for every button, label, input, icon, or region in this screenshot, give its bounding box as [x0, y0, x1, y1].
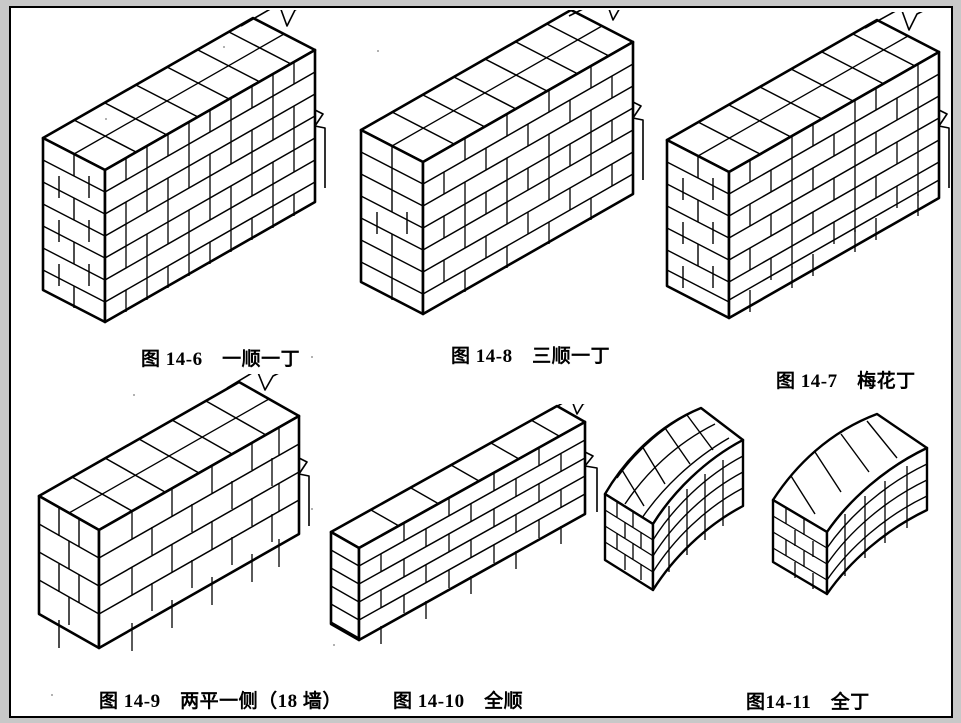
figure-14-8-caption: 图 14-8 三顺一丁	[451, 346, 611, 367]
scan-speck	[311, 356, 313, 358]
figure-14-6-caption: 图 14-6 一顺一丁	[141, 349, 301, 370]
figure-14-9-diagram	[31, 374, 321, 664]
figure-14-7-diagram	[653, 12, 951, 342]
scan-speck	[105, 118, 107, 120]
figure-14-10-diagram	[319, 404, 609, 654]
figure-14-11-segment-a	[595, 394, 755, 604]
break-symbol-right	[632, 101, 644, 180]
break-symbol-right	[938, 109, 950, 188]
scan-speck	[377, 50, 379, 52]
drawing-sheet: 图 14-6 一顺一丁	[9, 6, 953, 718]
scan-speck	[133, 394, 135, 396]
figure-14-6-diagram	[29, 10, 329, 340]
break-symbol-top	[550, 404, 585, 415]
break-symbol-top	[240, 10, 297, 27]
break-symbol-right	[298, 457, 310, 526]
scan-speck	[223, 46, 225, 48]
break-symbol-top	[226, 374, 279, 391]
figure-14-9-caption: 图 14-9 两平一侧（18 墙）	[99, 691, 342, 712]
scan-speck	[333, 644, 335, 646]
figure-14-11-caption: 图14-11 全丁	[746, 692, 870, 713]
break-symbol-top	[568, 10, 620, 21]
break-symbol-right	[314, 109, 326, 188]
figure-14-8-diagram	[347, 10, 647, 340]
figure-14-10-caption: 图 14-10 全顺	[393, 691, 524, 712]
scan-speck	[311, 508, 313, 510]
break-symbol-right	[584, 451, 598, 512]
break-symbol-top	[864, 12, 923, 31]
scan-speck	[51, 694, 53, 696]
figure-14-7-caption: 图 14-7 梅花丁	[776, 371, 916, 392]
figure-14-11-segment-b	[761, 404, 941, 604]
